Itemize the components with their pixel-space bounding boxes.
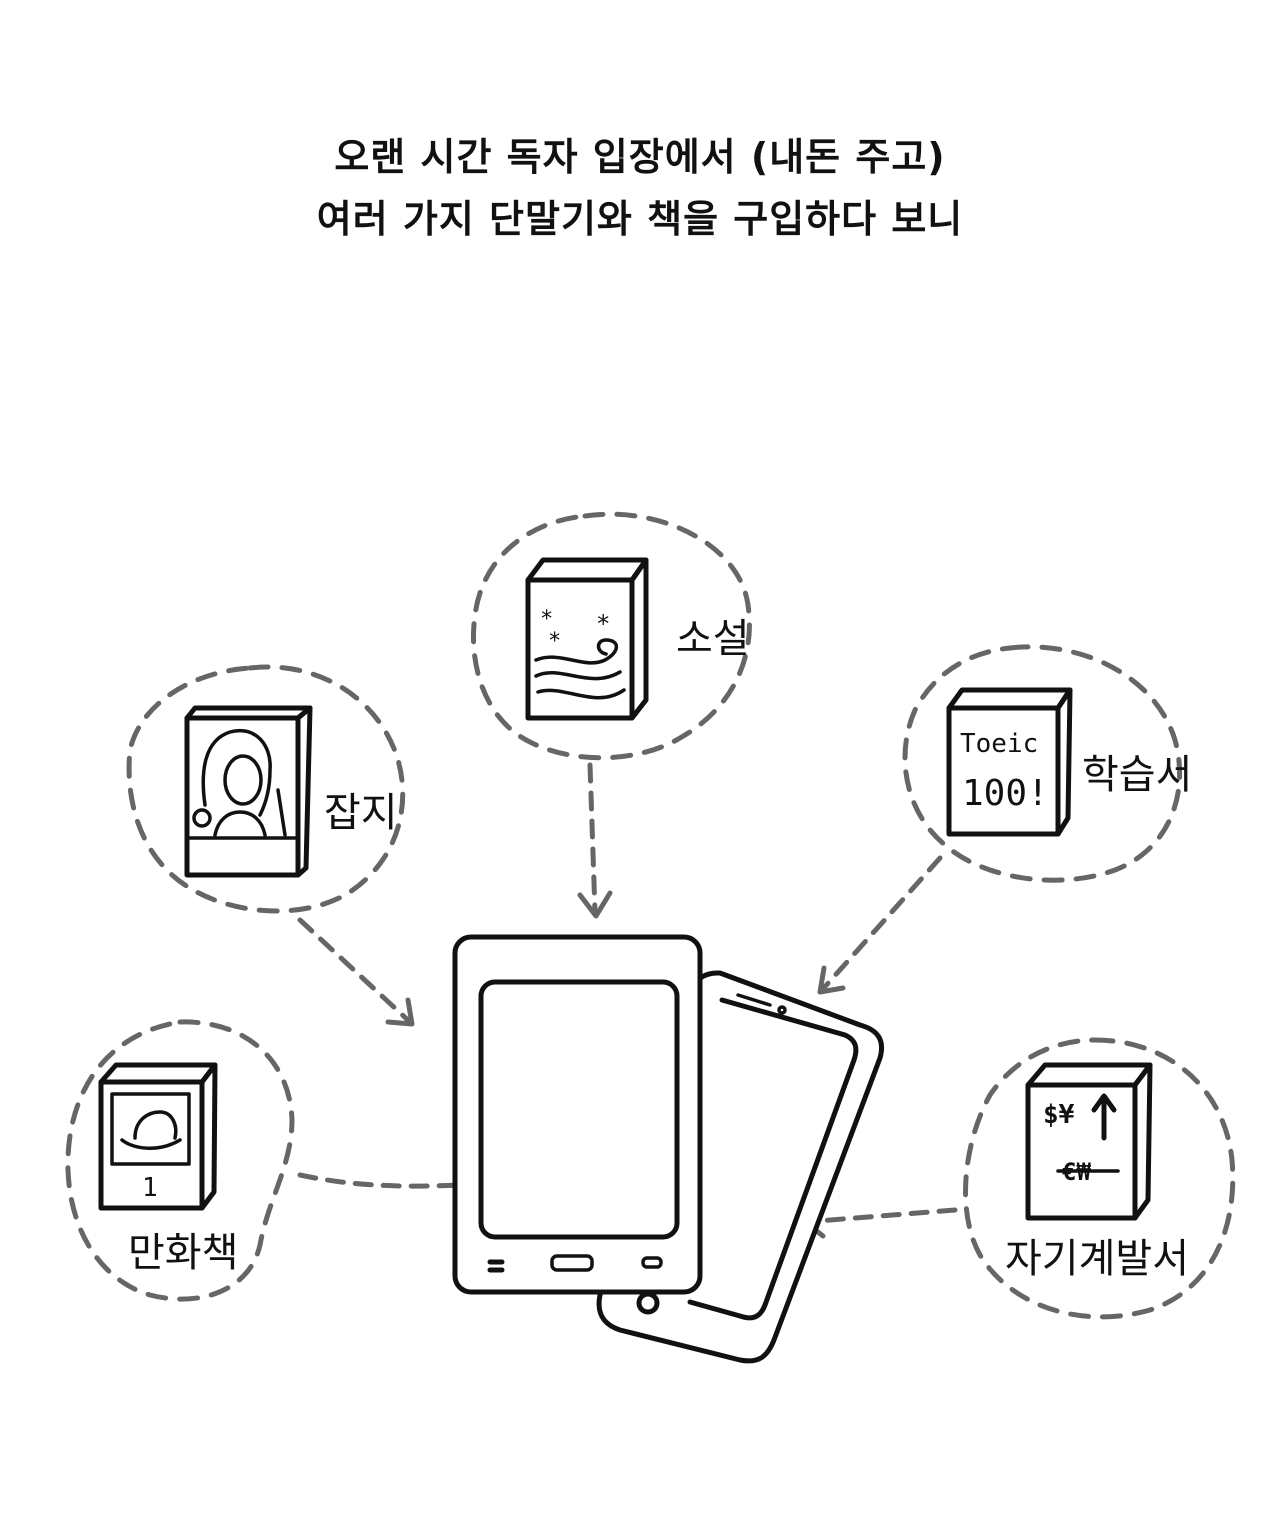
magazine-arrow [297,917,415,1027]
study-cover-line1: Toeic [960,729,1038,759]
svg-text:*: * [596,610,610,638]
home-button-icon [550,1254,594,1272]
study-book-icon: Toeic 100! [946,687,1073,837]
selfhelp-bubble [963,1037,1236,1320]
caption-line-1: 오랜 시간 독자 입장에서 (내돈 주고) [334,135,946,179]
tablet-screen [478,979,680,1240]
label-study: 학습서 [1082,752,1192,798]
selfhelp-currency: $¥ [1043,1100,1075,1130]
label-selfhelp: 자기계발서 [1005,1236,1189,1282]
label-magazine: 잡지 [324,790,398,836]
selfhelp-arrow [802,1205,958,1239]
magazine-icon [184,705,313,878]
comic-bubble [65,1019,295,1302]
svg-text:*: * [548,629,561,654]
magazine-bubble [126,664,406,914]
novel-arrow [577,762,613,919]
label-comic: 만화책 [128,1230,238,1276]
label-novel: 소설 [676,616,750,662]
study-cover-line2: 100! [962,773,1049,814]
novel-bubble [470,511,752,761]
selfhelp-book-icon: $¥ €₩ [1025,1062,1153,1221]
arrow-up-icon [1091,1093,1117,1141]
novel-book-icon: * * * [525,557,649,721]
svg-text:*: * [540,607,553,632]
caption-line-2: 여러 가지 단말기와 책을 구입하다 보니 [316,197,964,241]
front-tablet [452,934,703,1295]
study-bubble [902,644,1183,883]
study-arrow [817,855,943,995]
comic-book-icon: 1 [98,1062,218,1211]
comic-volume-number: 1 [142,1173,158,1203]
